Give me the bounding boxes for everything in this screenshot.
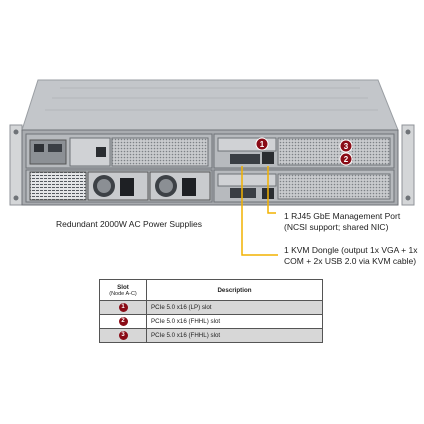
slot-table-header: Slot (Node A-C) Description [99,279,323,301]
marker-slot-3-label: 3 [344,142,349,151]
description-cell: PCIe 5.0 x16 (FHHL) slot [146,328,323,343]
marker-slot-1: 1 [255,137,269,151]
table-row: 2 PCIe 5.0 x16 (FHHL) slot [99,314,323,329]
psu-2 [149,171,211,201]
callout-rj45-line1: 1 RJ45 GbE Management Port [284,211,401,221]
slot-cell: 1 [99,300,147,315]
slot-header-label: Slot [117,283,129,291]
marker-slot-1-label: 1 [260,140,265,149]
slot-cell: 3 [99,328,147,343]
callout-power-supplies: Redundant 2000W AC Power Supplies [56,219,203,229]
rack-ear-left [9,124,23,206]
callout-rj45-line2: (NCSI support; shared NIC) [284,222,389,232]
description-cell: PCIe 5.0 x16 (LP) slot [146,300,323,315]
slot-table: Slot (Node A-C) Description 1 PCIe 5.0 x… [99,279,323,343]
callout-kvm-line2: COM + 2x USB 2.0 via KVM cable) [284,256,417,266]
slot-header: Slot (Node A-C) [99,279,147,301]
callout-rj45: 1 RJ45 GbE Management Port (NCSI support… [284,211,400,233]
slot-badge: 1 [118,303,128,312]
table-row: 3 PCIe 5.0 x16 (FHHL) slot [99,328,323,343]
psu-1 [87,171,149,201]
slot-cell: 2 [99,314,147,329]
marker-slot-2: 2 [339,152,353,166]
callout-kvm: 1 KVM Dongle (output 1x VGA + 1x COM + 2… [284,245,417,267]
psu-bay [25,169,213,203]
slot-badge: 2 [118,317,128,326]
table-row: 1 PCIe 5.0 x16 (LP) slot [99,300,323,315]
slot-badge: 3 [118,331,128,340]
callout-kvm-line1: 1 KVM Dongle (output 1x VGA + 1x [284,245,418,255]
node-top-left [25,133,213,169]
rack-ear-right [401,124,415,206]
description-cell: PCIe 5.0 x16 (FHHL) slot [146,314,323,329]
callout-line-kvm [241,166,278,256]
node-bottom-right [213,169,395,203]
callout-line-rj45 [267,166,276,214]
description-header: Description [146,279,323,301]
marker-slot-2-label: 2 [344,155,349,164]
marker-slot-3: 3 [339,139,353,153]
slot-header-sub: (Node A-C) [109,290,137,297]
node-top-right [213,133,395,169]
